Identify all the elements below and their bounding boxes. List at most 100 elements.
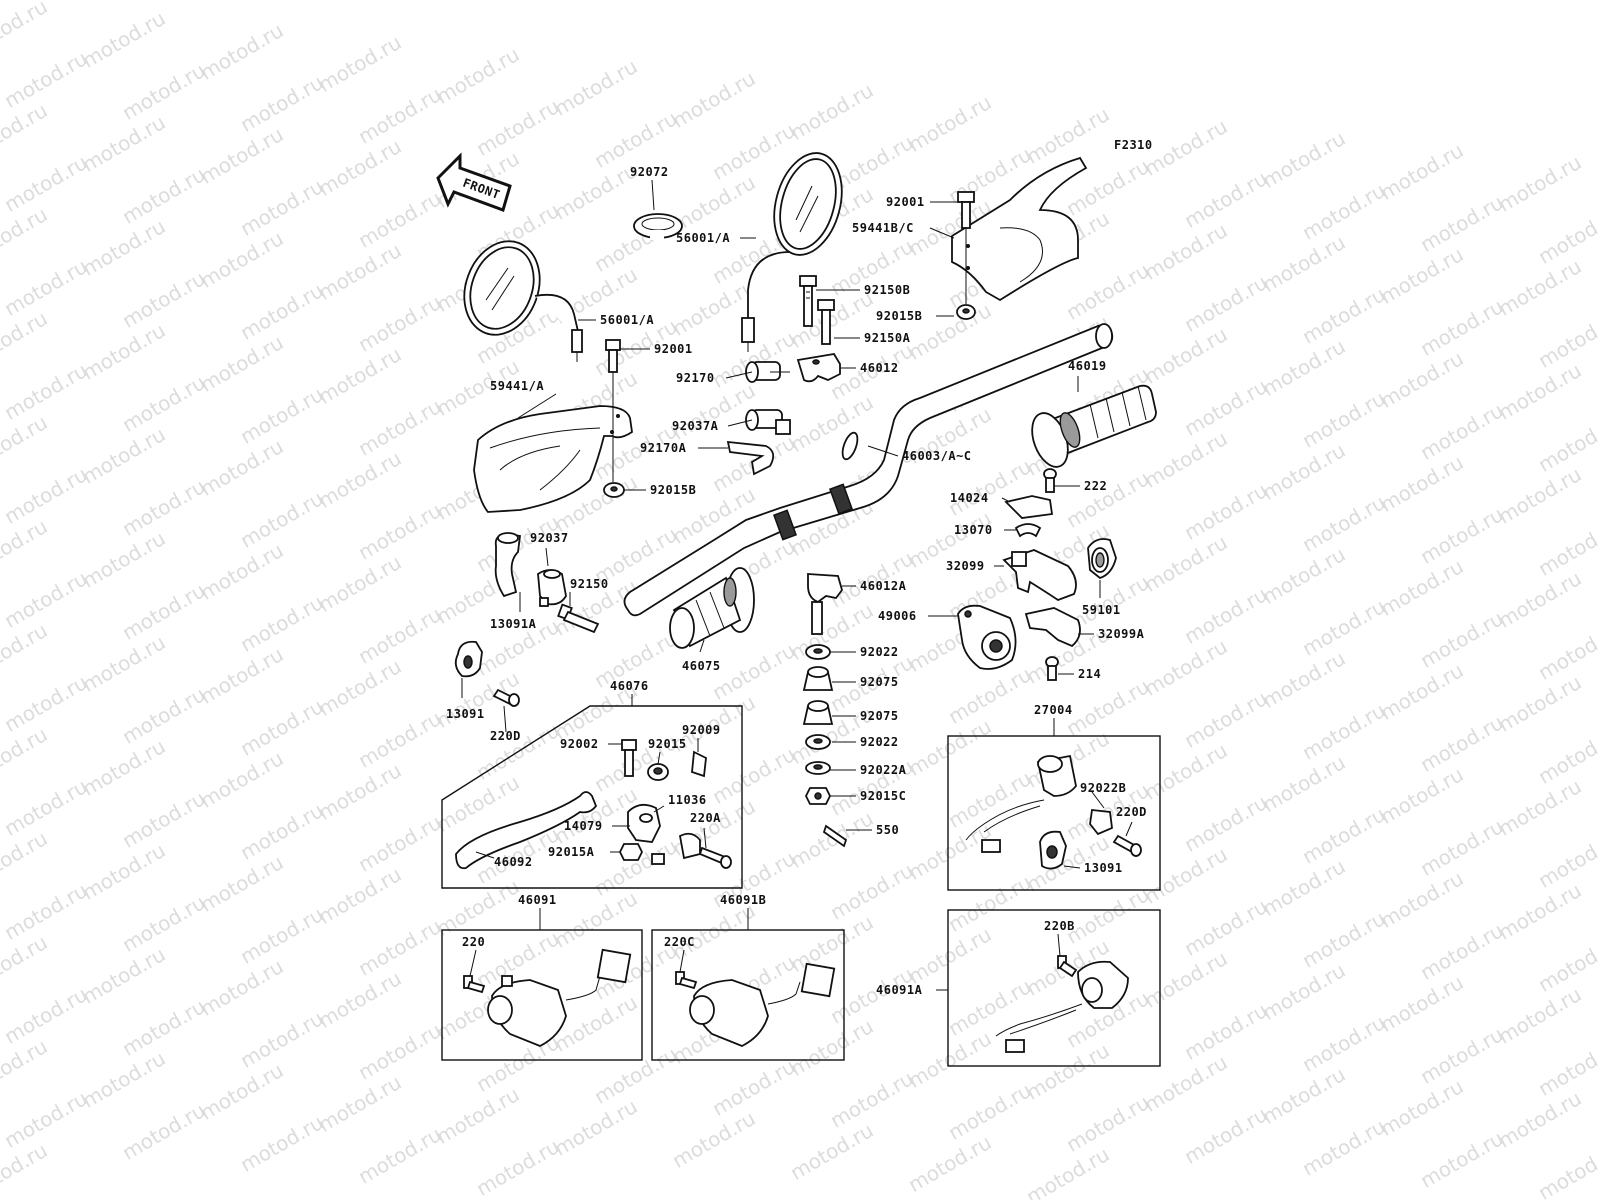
switch-46091A [995,960,1129,1053]
label-92022-b: 92022 [860,735,899,749]
label-13070: 13070 [954,523,993,537]
bolt-92150A [817,299,835,345]
right-grip-46019 [1031,384,1157,468]
label-92037: 92037 [530,531,569,545]
label-92150A: 92150A [864,331,911,345]
clamp-92170A [726,440,775,476]
label-46003: 46003/A~C [902,449,972,463]
washer-92022A [805,761,831,775]
label-14079: 14079 [564,819,603,833]
lower-holder-46012A [807,573,843,635]
nut-92015 [647,763,669,781]
label-92009: 92009 [682,723,721,737]
case-32099 [1002,549,1077,602]
label-92075-a: 92075 [860,675,899,689]
screw-220B [1057,955,1078,978]
right-mirror [741,152,843,352]
collar-92015B-top [956,304,976,320]
label-92001-left: 92001 [654,342,693,356]
label-46091A: 46091A [876,983,923,997]
handlebar [623,323,1114,617]
switch-14079 [678,832,701,860]
case-32099A [1024,607,1081,648]
bolt-92150 [557,603,600,634]
clamp-13091-left [454,640,483,678]
pulley-49006 [957,604,1017,670]
label-220: 220 [462,935,485,949]
label-220D-left: 220D [490,729,521,743]
nut-92015A [618,843,644,861]
label-92075-b: 92075 [860,709,899,723]
label-32099: 32099 [946,559,985,573]
screw-222 [1043,468,1057,493]
holder-11036 [627,803,661,843]
bolt-220A [698,846,732,869]
cotter-pin-550 [822,824,848,848]
switch-27004 [965,754,1077,853]
label-220A: 220A [690,811,721,825]
clamp-92170 [745,361,790,383]
part-labels: 92072 56001/A 56001/A 92001 59441B/C 921… [446,165,1146,997]
adjuster-92009 [691,750,707,778]
label-59441BC: 59441B/C [852,221,914,235]
label-92037A: 92037A [672,419,719,433]
label-222: 222 [1084,479,1107,493]
leader-lines [461,179,1133,991]
right-hand-guard [951,156,1088,302]
bolt-92150B [799,275,817,327]
screw-220 [463,975,486,994]
left-grip-46075 [669,567,755,649]
nut-92015C [804,787,832,805]
label-92015C: 92015C [860,789,906,803]
holder-92037 [537,569,567,607]
bolt-92001-top [957,191,975,304]
label-92022B: 92022B [1080,781,1126,795]
label-13091-left: 13091 [446,707,485,721]
label-550: 550 [876,823,899,837]
clamp-92037A [745,409,791,435]
label-59101: 59101 [1082,603,1121,617]
label-92170A: 92170A [640,441,687,455]
label-92015B-left: 92015B [650,483,696,497]
left-mirror [463,240,583,362]
label-92072: 92072 [630,165,669,179]
label-13091A: 13091A [490,617,537,631]
screw-220D-right [1112,834,1142,857]
label-46091: 46091 [518,893,557,907]
bush-92075-a [802,666,834,691]
label-11036: 11036 [668,793,707,807]
label-92150B: 92150B [864,283,910,297]
label-46075: 46075 [682,659,721,673]
label-46091B: 46091B [720,893,766,907]
switch-46091B [689,962,836,1047]
clamp-92022B [1089,809,1113,836]
left-hand-guard [473,405,633,513]
label-49006: 49006 [878,609,917,623]
label-32099A: 32099A [1098,627,1145,641]
clamp-13091A [494,532,522,598]
label-46012A: 46012A [860,579,907,593]
screw-214 [1045,656,1059,681]
label-92022A: 92022A [860,763,907,777]
washer-92022-a [805,644,831,660]
label-220C: 220C [664,935,695,949]
label-92001-top: 92001 [886,195,925,209]
label-13091-right: 13091 [1084,861,1123,875]
label-92170: 92170 [676,371,715,385]
label-92150: 92150 [570,577,609,591]
bolt-92001-left [605,339,621,482]
small-part-14079b [651,853,665,865]
cover-14024 [1004,495,1054,519]
bush-92075-b [802,700,834,725]
front-arrow-icon: FRONT [436,152,512,212]
frame-46091 [441,929,643,1061]
label-92022-a: 92022 [860,645,899,659]
label-56001A-left: 56001/A [600,313,654,327]
label-56001A-right: 56001/A [676,231,730,245]
label-92002: 92002 [560,737,599,751]
label-59441A: 59441/A [490,379,544,393]
clamp-13091-right [1039,830,1067,870]
screw-220C [675,971,698,990]
clamp-ring-92072 [633,213,683,240]
